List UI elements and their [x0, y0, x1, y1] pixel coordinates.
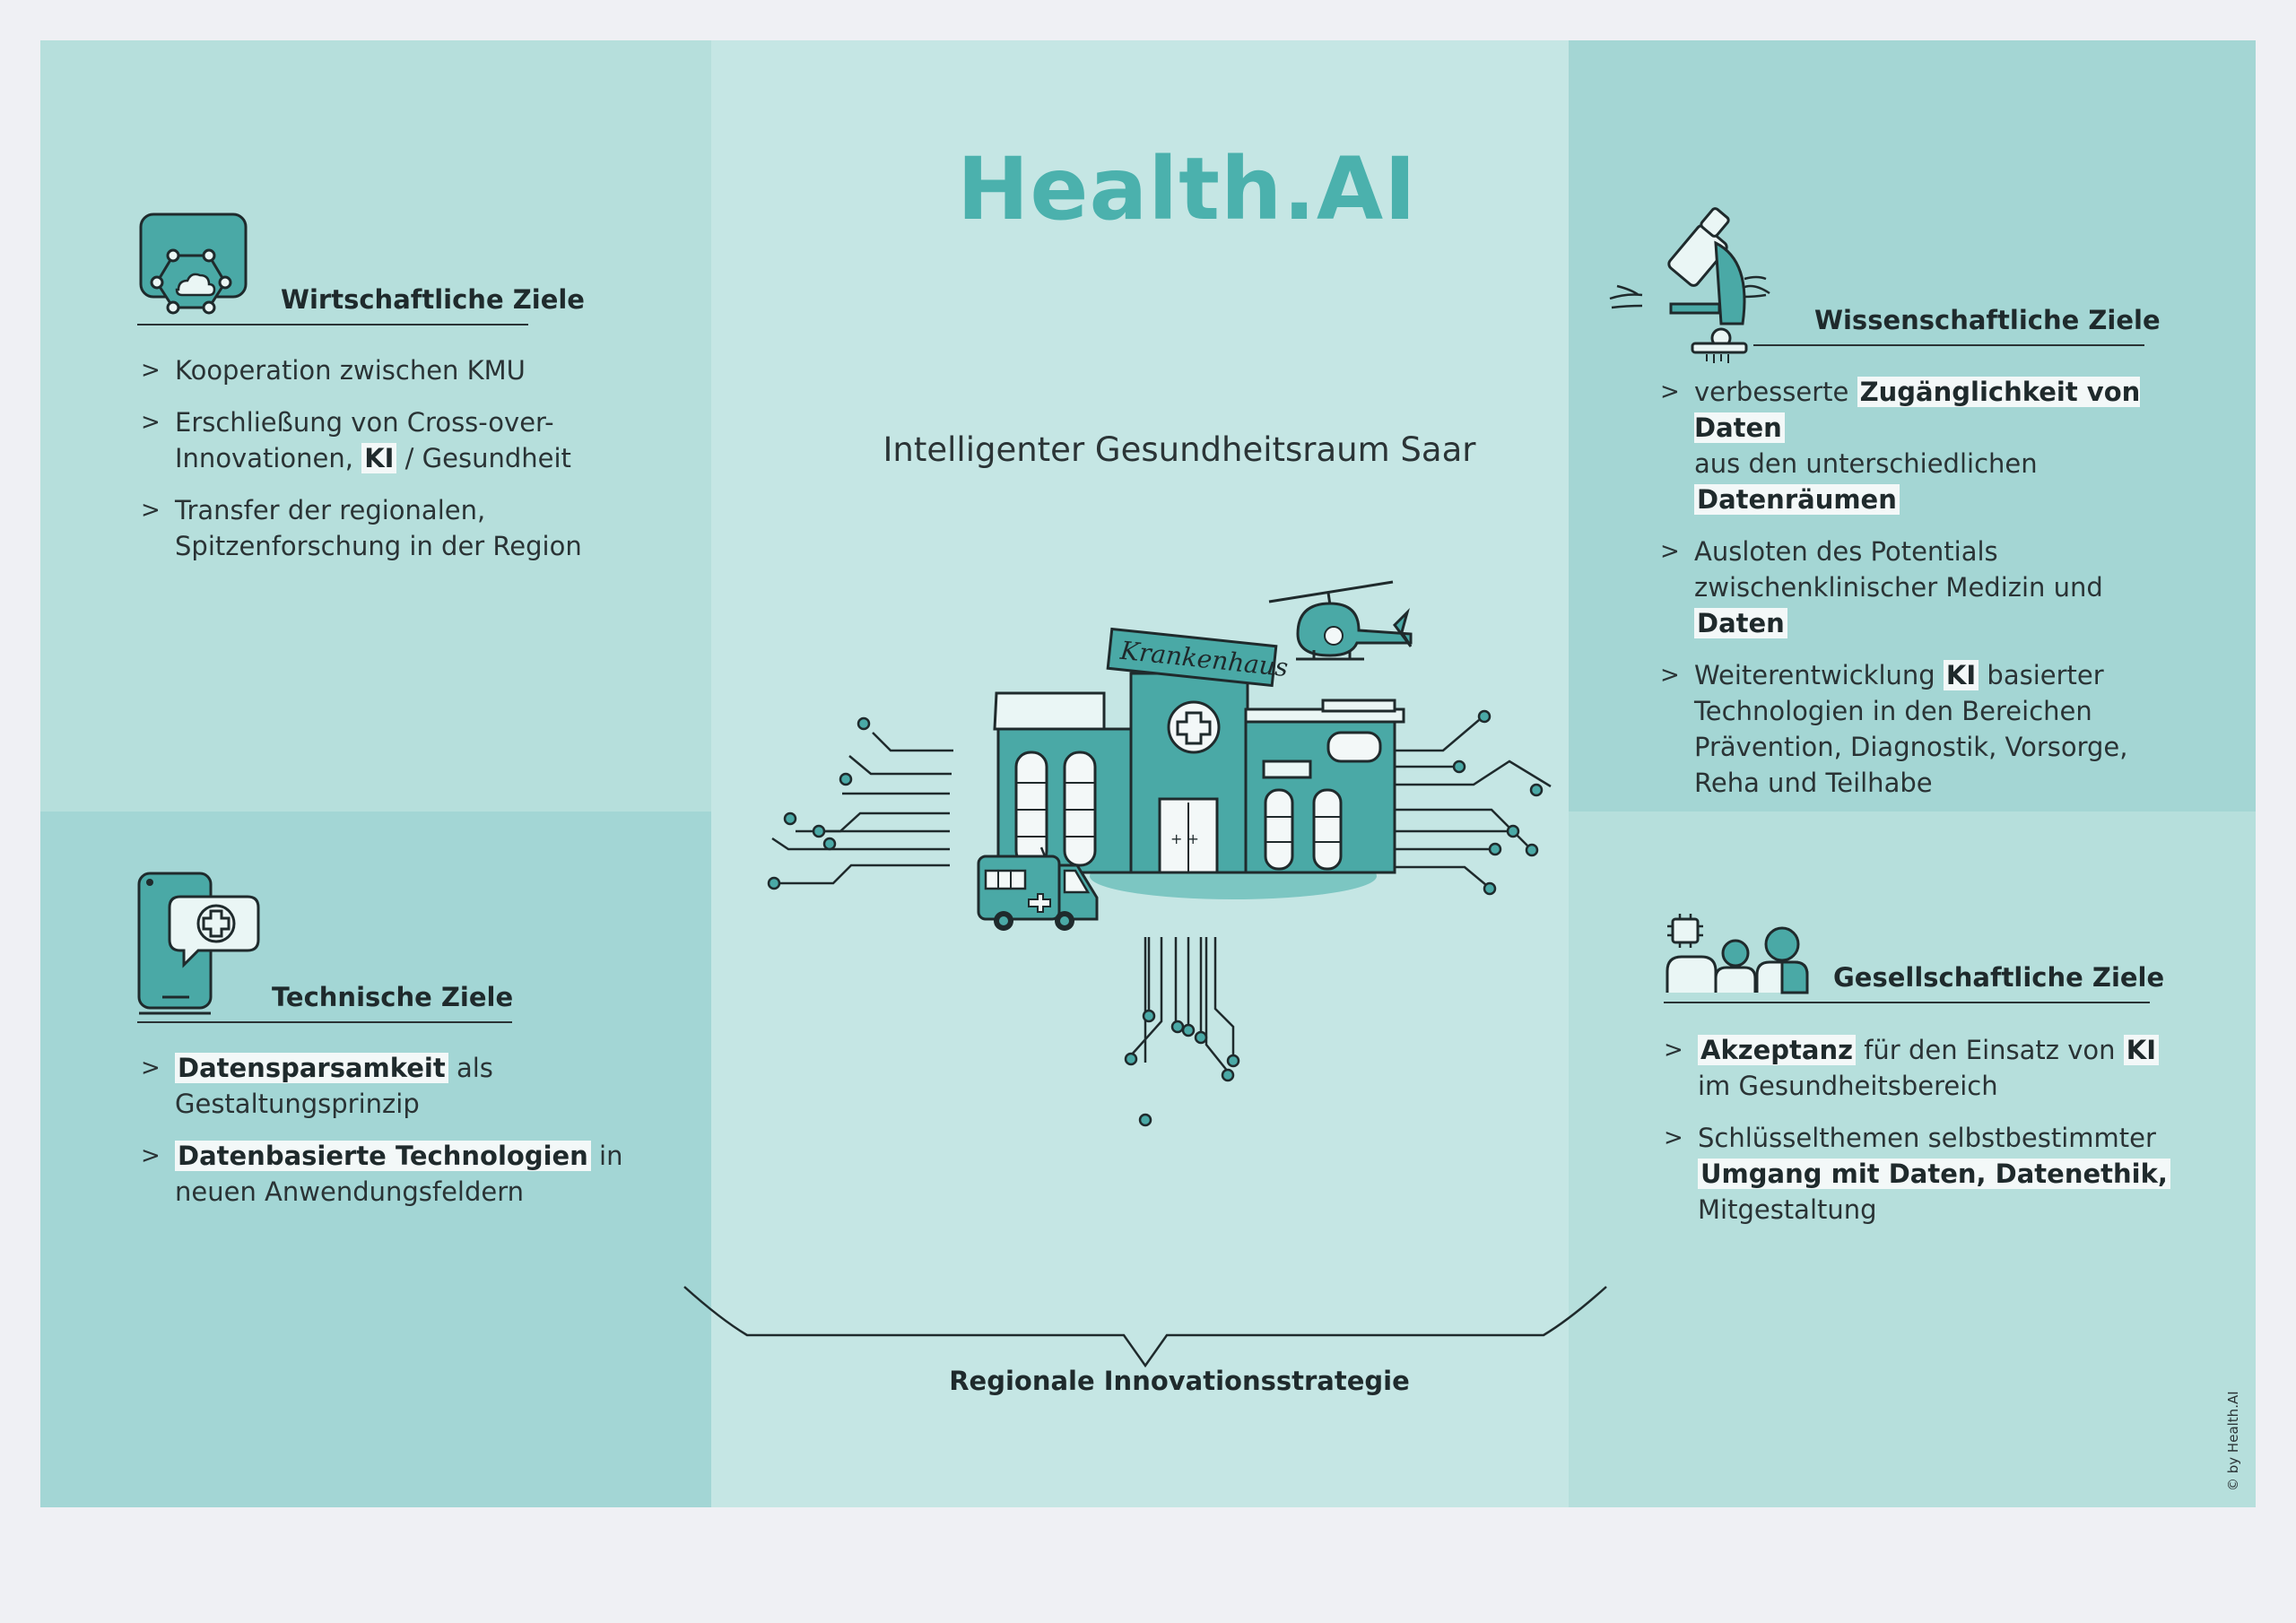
chevron-right-icon: >	[1664, 1124, 1683, 1151]
copyright-text: © by Health.AI	[2225, 1391, 2241, 1491]
list-text: neuen Anwendungsfeldern	[175, 1176, 525, 1207]
divider	[1753, 344, 2144, 346]
highlighted-term: Datenräumen	[1694, 484, 1900, 515]
list-text: in	[590, 1141, 623, 1171]
cloud-network-icon	[139, 213, 248, 315]
list-text: Transfer der regionalen,	[175, 495, 486, 525]
divider	[1664, 1002, 2150, 1003]
list-text: / Gesundheit	[396, 443, 571, 473]
infographic-board: Health.AI Intelligenter Gesundheitsraum …	[40, 40, 2256, 1507]
curly-brace	[683, 1286, 1607, 1368]
list-text: Gestaltungsprinzip	[175, 1089, 420, 1119]
list-text: Weiterentwicklung	[1694, 660, 1944, 690]
chevron-right-icon: >	[1664, 1037, 1683, 1063]
list-text: Kooperation zwischen KMU	[175, 355, 526, 386]
list-text: Erschließung von Cross-over-	[175, 407, 554, 438]
microscope-icon	[1609, 207, 1770, 363]
list-text: Prävention, Diagnostik, Vorsorge,	[1694, 732, 2128, 762]
chevron-right-icon: >	[141, 409, 161, 436]
chevron-right-icon: >	[141, 357, 161, 384]
mobile-health-icon	[137, 872, 260, 1015]
circuit-lines-left	[771, 732, 953, 885]
panel-scientific	[1569, 40, 2256, 812]
highlighted-term: Datenbasierte Technologien	[175, 1141, 591, 1171]
heading-economic: Wirtschaftliche Ziele	[281, 284, 585, 315]
chevron-right-icon: >	[141, 1055, 161, 1081]
list-text: für den Einsatz von	[1856, 1035, 2124, 1065]
hospital-illustration: Krankenhaus + +	[767, 580, 1552, 1127]
highlighted-term: KI	[1943, 660, 1979, 690]
chevron-right-icon: >	[1660, 538, 1680, 565]
list-item: > Akzeptanz für den Einsatz von KI im Gesu…	[1664, 1032, 2202, 1104]
economic-goals-list: > Kooperation zwischen KMU > Erschließung v…	[141, 352, 643, 580]
heading-scientific: Wissenschaftliche Ziele	[1814, 305, 2161, 335]
chevron-right-icon: >	[1660, 378, 1680, 405]
social-goals-list: > Akzeptanz für den Einsatz von KI im Gesu…	[1664, 1032, 2202, 1244]
heading-technical: Technische Ziele	[272, 982, 514, 1012]
list-item: > Datenbasierte Technologien in neuen Anwe…	[141, 1138, 643, 1210]
list-text: Spitzenforschung in der Region	[175, 531, 582, 561]
page-subtitle: Intelligenter Gesundheitsraum Saar	[883, 430, 1476, 469]
list-text: basierter	[1979, 660, 2104, 690]
highlighted-term: Daten	[1694, 608, 1787, 638]
list-text: verbesserte	[1694, 377, 1857, 407]
list-item: > Transfer der regionalen, Spitzenforschun…	[141, 492, 643, 564]
list-text: aus den unterschiedlichen	[1694, 448, 2038, 479]
highlighted-term: KI	[361, 443, 397, 473]
list-text: Schlüsselthemen selbstbestimmter	[1698, 1123, 2156, 1153]
list-text: Technologien in den Bereichen	[1694, 696, 2092, 726]
strategy-label: Regionale Innovationsstrategie	[949, 1366, 1410, 1396]
svg-text:+ +: + +	[1170, 830, 1199, 847]
circuit-lines-bottom	[1130, 937, 1235, 1072]
page-title: Health.AI	[957, 139, 1417, 239]
list-text: Ausloten des Potentials zwischen	[1694, 536, 1998, 603]
list-text: Reha und Teilhabe	[1694, 768, 1933, 798]
list-text: Mitgestaltung	[1698, 1194, 1877, 1225]
divider	[137, 324, 528, 325]
list-text: als	[448, 1053, 493, 1083]
divider	[137, 1021, 512, 1023]
ambulance	[977, 846, 1099, 931]
highlighted-term: KI	[2123, 1035, 2160, 1065]
list-item: > Erschließung von Cross-over- Innovatione…	[141, 404, 643, 476]
chevron-right-icon: >	[141, 1142, 161, 1169]
highlighted-term: Datensparsamkeit	[175, 1053, 448, 1083]
panel-economic	[40, 40, 711, 812]
list-text: klinischer Medizin und	[1813, 572, 2103, 603]
highlighted-term: Umgang mit Daten, Datenethik,	[1698, 1159, 2170, 1189]
list-text: im Gesundheitsbereich	[1698, 1071, 1998, 1101]
list-item: > Kooperation zwischen KMU	[141, 352, 643, 388]
people-chip-icon	[1665, 914, 1809, 994]
heading-social: Gesellschaftliche Ziele	[1833, 962, 2165, 993]
highlighted-term: Akzeptanz	[1698, 1035, 1856, 1065]
chevron-right-icon: >	[141, 497, 161, 524]
helicopter	[1268, 580, 1413, 661]
chevron-right-icon: >	[1660, 662, 1680, 689]
list-item: > Ausloten des Potentials zwischenklinisc…	[1660, 534, 2216, 641]
list-text: Innovationen,	[175, 443, 362, 473]
